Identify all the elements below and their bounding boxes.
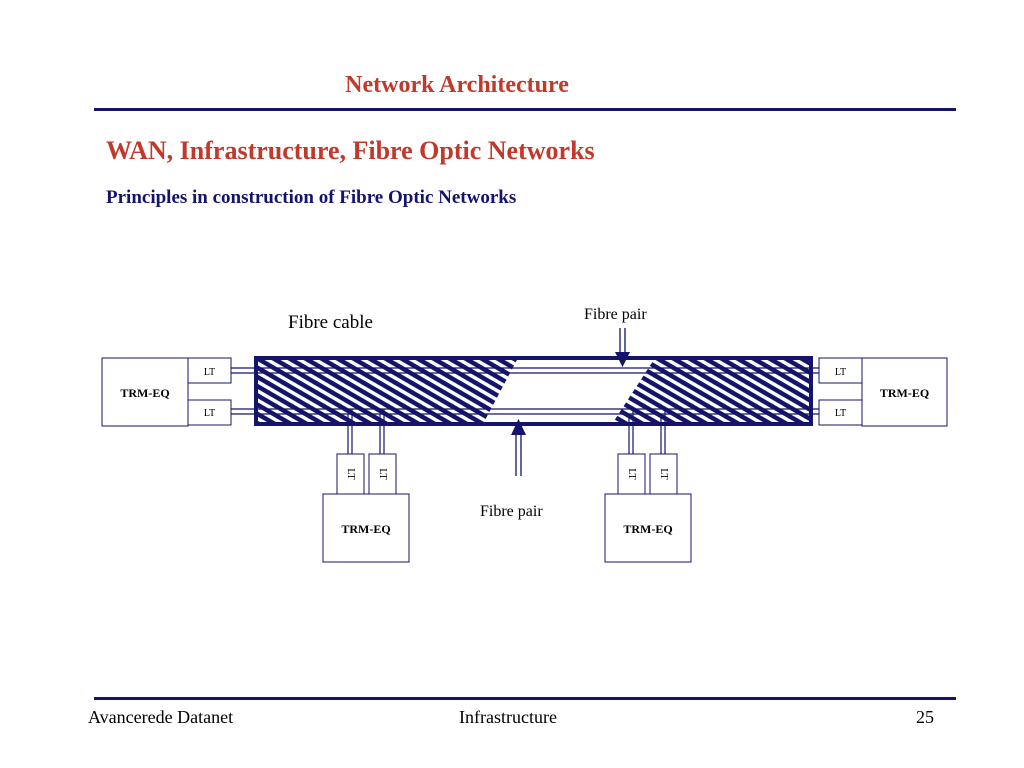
lt-label-lower-left-2: LT [377,468,388,479]
lt-label-left-top: LT [204,367,215,378]
arrow-down-icon [615,328,630,367]
arrow-up-icon [511,419,526,476]
equipment-box-right [861,357,948,427]
equipment-box-lower-left [322,493,410,563]
footer-rule [94,697,956,700]
equipment-label-right: TRM-EQ [880,386,929,400]
lt-box-lower-left-2 [368,453,397,495]
title-rule [94,108,956,111]
lt-box-left-top [187,357,232,384]
footer-center: Infrastructure [459,707,557,727]
fibre-pair-lines [231,367,819,454]
lt-label-lower-right-1: LT [626,468,637,479]
equipment-label-lower-left: TRM-EQ [341,522,390,536]
equipment-label-lower-right: TRM-EQ [623,522,672,536]
fibre-pair-label-bottom: Fibre pair [480,503,543,520]
lt-label-lower-left-1: LT [345,468,356,479]
footer-left: Avancerede Datanet [88,707,234,727]
fibre-cable [254,356,813,426]
lt-label-right-bottom: LT [835,408,846,419]
lt-label-left-bottom: LT [204,408,215,419]
fibre-cable-label: Fibre cable [288,312,373,333]
sub-heading: Principles in construction of Fibre Opti… [106,187,517,208]
lt-box-lower-left-1 [336,453,365,495]
page-number: 25 [916,707,934,727]
lt-box-right-top [818,357,863,384]
equipment-box-lower-right [604,493,692,563]
lt-box-right-bottom [818,399,863,426]
lt-label-lower-right-2: LT [658,468,669,479]
lt-box-lower-right-1 [617,453,646,495]
fibre-pair-label-top: Fibre pair [584,306,647,323]
lt-box-left-bottom [187,399,232,426]
lt-box-lower-right-2 [649,453,678,495]
equipment-box-left [101,357,189,427]
slide-title: Network Architecture [345,72,569,98]
equipment-label-left: TRM-EQ [120,386,169,400]
lt-label-right-top: LT [835,367,846,378]
section-heading: WAN, Infrastructure, Fibre Optic Network… [106,136,595,165]
